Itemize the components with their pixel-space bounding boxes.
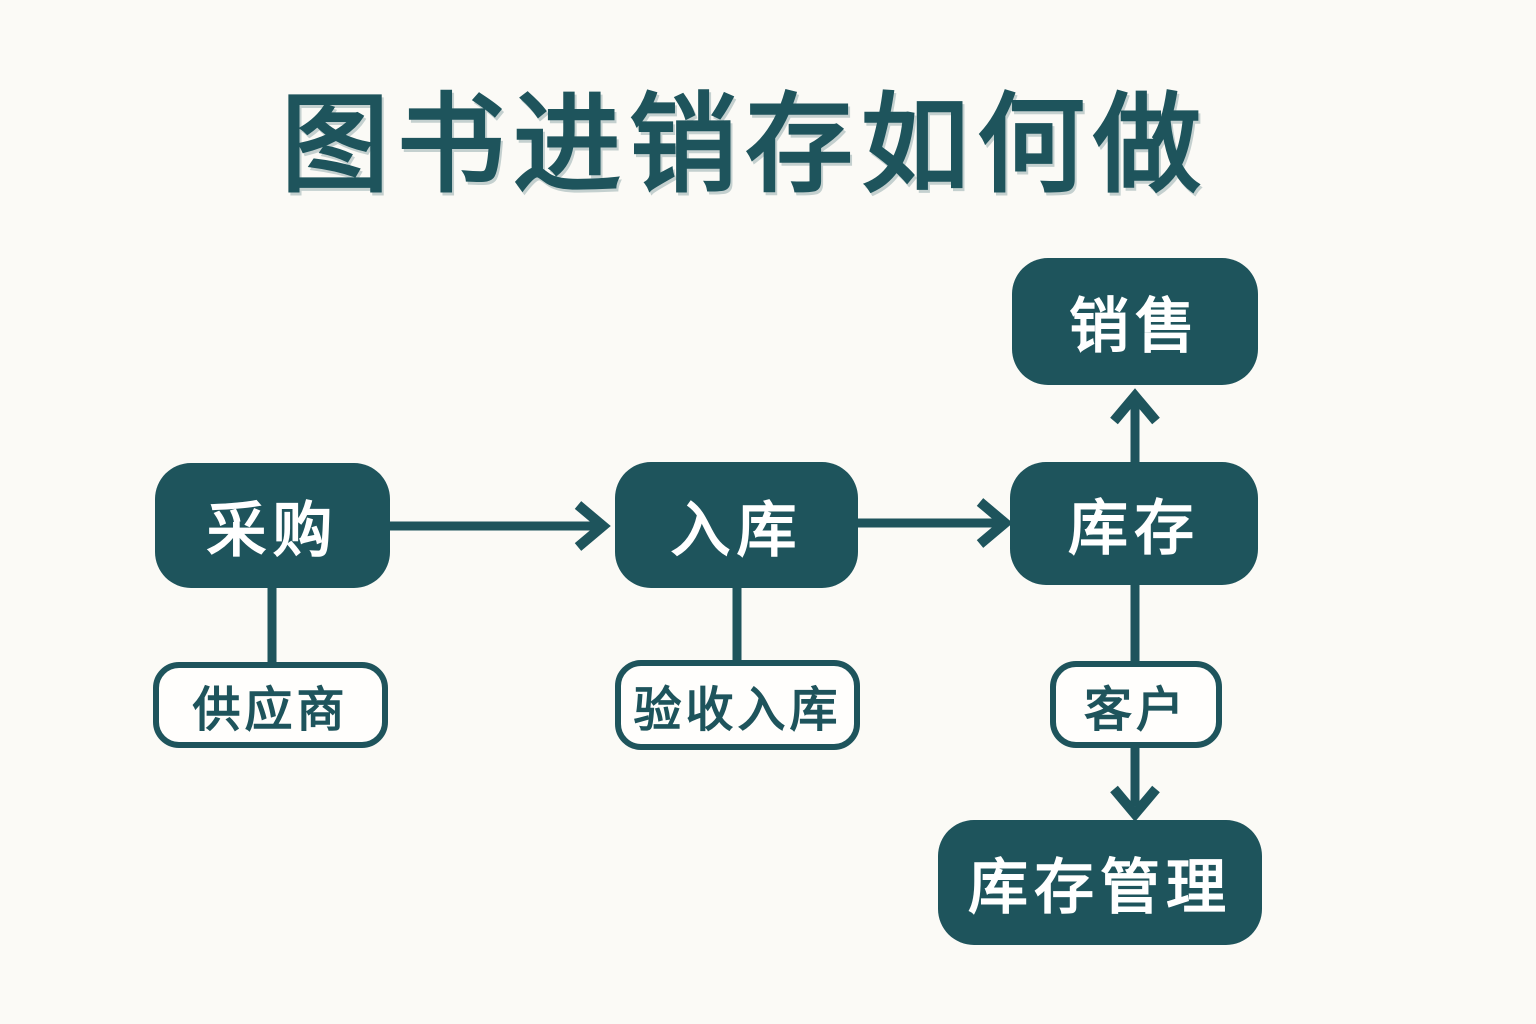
node-stock-in: 入库 bbox=[615, 462, 858, 588]
edge-kehu-kucunguanli bbox=[1110, 745, 1160, 822]
node-customer: 客户 bbox=[1050, 661, 1222, 748]
edge-caigou-ruku bbox=[390, 501, 611, 551]
node-inventory: 库存 bbox=[1010, 462, 1258, 585]
node-supplier: 供应商 bbox=[153, 662, 388, 748]
edge-ruku-kucun bbox=[858, 498, 1013, 548]
node-acceptance-stock-in: 验收入库 bbox=[615, 660, 860, 750]
page-title: 图书进销存如何做 bbox=[280, 84, 1209, 205]
node-sales: 销售 bbox=[1012, 258, 1258, 385]
node-purchase: 采购 bbox=[155, 463, 390, 588]
edge-kucun-xiaoshou bbox=[1110, 388, 1160, 464]
node-inventory-management: 库存管理 bbox=[938, 820, 1262, 945]
